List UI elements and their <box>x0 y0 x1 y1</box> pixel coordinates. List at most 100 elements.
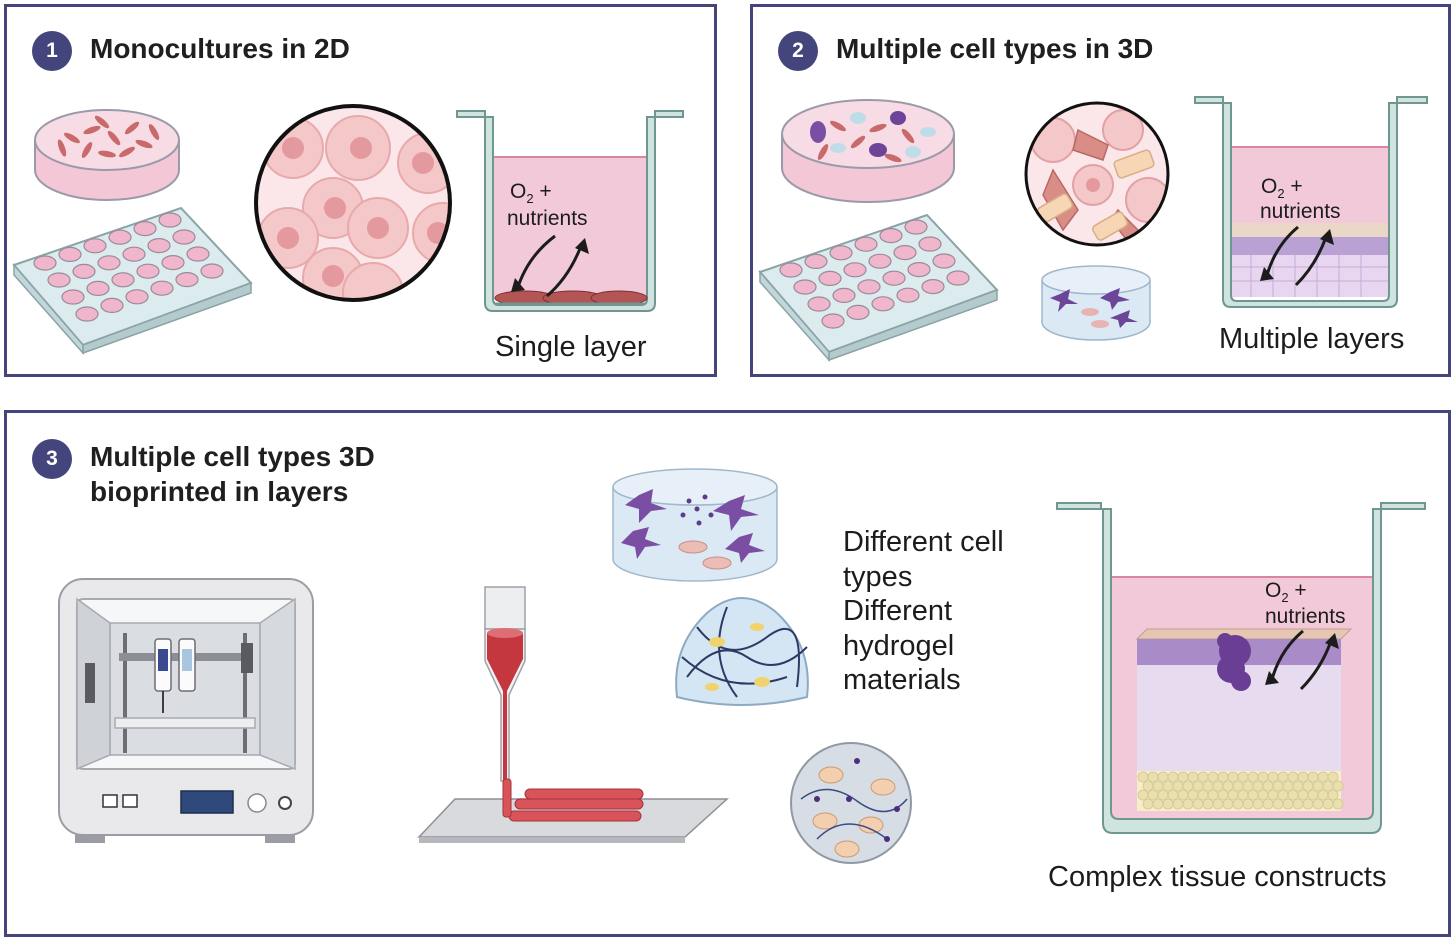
panel-2-o2-label: O2 + <box>1261 175 1303 202</box>
adipocyte <box>1327 771 1339 783</box>
well <box>843 262 867 278</box>
well <box>921 278 945 295</box>
well <box>158 212 182 228</box>
well <box>83 238 107 254</box>
adipocyte <box>1177 789 1189 801</box>
well <box>871 296 895 312</box>
well <box>58 246 82 263</box>
adipocyte <box>1287 789 1299 801</box>
adipocyte <box>1227 771 1239 783</box>
well <box>172 229 196 245</box>
adipocyte <box>1237 789 1249 801</box>
adipocyte <box>1167 771 1179 783</box>
well <box>907 261 931 278</box>
adipocyte <box>1192 798 1204 810</box>
adipocyte <box>1222 798 1234 810</box>
panel-2-caption: Multiple layers <box>1219 323 1405 355</box>
well <box>893 244 917 261</box>
adipocyte <box>1277 771 1289 783</box>
well <box>804 253 828 270</box>
cell-magnifier-icon <box>1024 101 1170 247</box>
adipocyte <box>1187 789 1199 801</box>
well <box>793 279 817 295</box>
adipocyte <box>1242 780 1254 792</box>
adipocyte <box>1152 798 1164 810</box>
description-line-2: types <box>843 560 913 593</box>
adipocyte <box>1192 780 1204 792</box>
step-badge-2: 2 <box>778 31 818 71</box>
panel-2-header: 2 Multiple cell types in 3D <box>778 31 1153 71</box>
well <box>133 221 157 237</box>
panel-3-title-line-2: bioprinted in layers <box>90 476 349 507</box>
panel-3-caption: Complex tissue constructs <box>1048 861 1387 893</box>
description-line-1: Different cell <box>843 526 1004 558</box>
panel-3-o2-label: O2 + <box>1265 579 1307 606</box>
curved-arrow-icon <box>1260 225 1334 287</box>
adipocyte <box>1167 789 1179 801</box>
adipocyte <box>1247 771 1259 783</box>
adipocyte <box>1197 771 1209 783</box>
adipocyte <box>1227 789 1239 801</box>
adipocyte <box>1207 771 1219 783</box>
well <box>86 280 110 297</box>
adipocyte <box>1172 798 1184 810</box>
adipocyte <box>1297 789 1309 801</box>
adipocyte <box>1272 798 1284 810</box>
adipocyte <box>1247 789 1259 801</box>
panel-2-nutrients-label: nutrients <box>1260 200 1341 223</box>
well <box>100 297 124 314</box>
well <box>33 255 57 271</box>
tissue-construct-icon <box>1056 502 1426 834</box>
panel-2-title: Multiple cell types in 3D <box>836 33 1154 64</box>
adipocyte <box>1207 789 1219 801</box>
hydrogel-disc-icon <box>612 468 778 582</box>
well <box>97 255 121 271</box>
adipocyte <box>1267 771 1279 783</box>
curved-arrow-icon <box>511 234 589 298</box>
adipocyte <box>1262 780 1274 792</box>
adipocyte <box>1272 780 1284 792</box>
well <box>896 287 920 303</box>
panel-monocultures-2d: 1 Monocultures in 2D <box>4 4 717 377</box>
panel-bioprinted-layers: 3 Multiple cell types 3D bioprinted in l… <box>4 410 1451 937</box>
well-plate-icon <box>12 206 253 355</box>
adipocyte <box>1142 798 1154 810</box>
well <box>175 271 199 288</box>
well <box>818 270 842 287</box>
adipocyte <box>1287 771 1299 783</box>
petri-dish-icon <box>34 109 180 201</box>
well <box>932 253 956 269</box>
adipocyte <box>1317 789 1329 801</box>
well <box>108 229 132 245</box>
panel-3-header: 3 Multiple cell types 3D bioprinted in l… <box>32 439 375 509</box>
well <box>111 272 135 288</box>
well <box>61 289 85 305</box>
description-line-5: materials <box>843 664 961 696</box>
panel-3-title-line-1: Multiple cell types 3D <box>90 441 375 472</box>
well <box>150 280 174 296</box>
panel-1-caption: Single layer <box>495 331 647 363</box>
step-badge-1: 1 <box>32 31 72 71</box>
adipocyte <box>1202 798 1214 810</box>
panel-1-title: Monocultures in 2D <box>90 33 350 64</box>
adipocyte <box>1147 789 1159 801</box>
well <box>779 262 803 278</box>
adipocyte <box>1197 789 1209 801</box>
well <box>122 246 146 262</box>
well <box>821 313 845 329</box>
well <box>125 289 149 305</box>
adipocyte <box>1277 789 1289 801</box>
adipocyte <box>1302 780 1314 792</box>
transwell-insert-icon <box>1194 96 1428 308</box>
adipocyte <box>1297 771 1309 783</box>
well <box>904 219 928 235</box>
well <box>147 237 171 254</box>
bioprinter-icon <box>58 578 314 843</box>
adipocyte <box>1242 798 1254 810</box>
adipocyte <box>1267 789 1279 801</box>
adipocyte <box>1162 780 1174 792</box>
adipocyte <box>1212 780 1224 792</box>
well <box>879 228 903 244</box>
adipocyte <box>1212 798 1224 810</box>
description-line-3: Different <box>843 595 953 627</box>
